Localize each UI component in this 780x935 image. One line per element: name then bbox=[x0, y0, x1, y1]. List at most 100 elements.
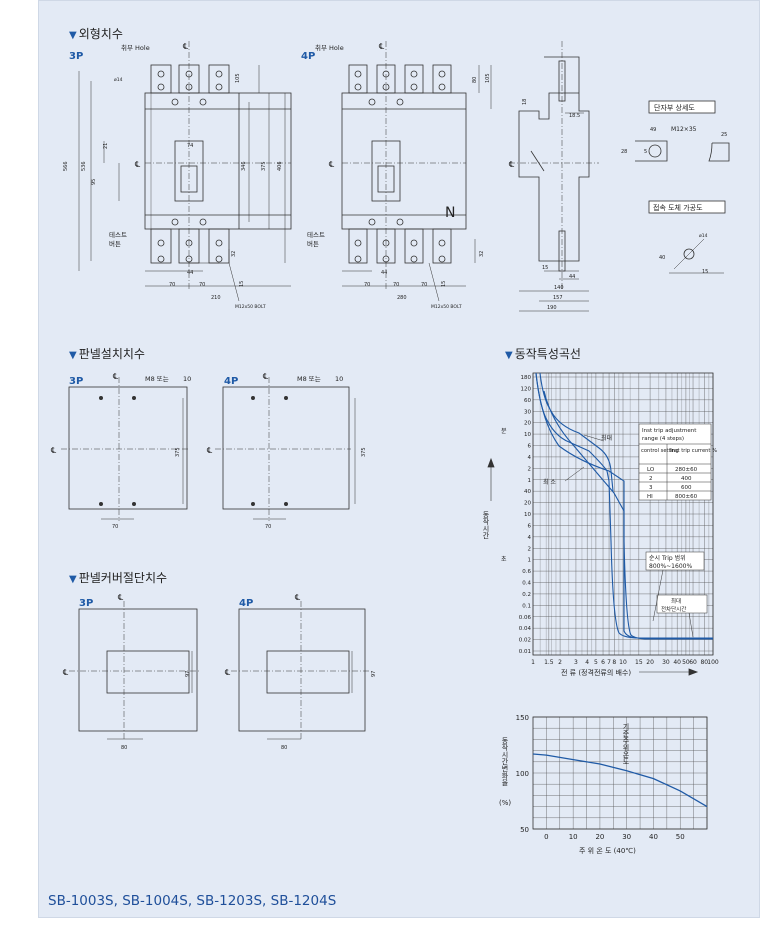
dim-70: 70 bbox=[421, 282, 427, 288]
label-3p-outer: 3P bbox=[69, 51, 83, 62]
dim-70: 70 bbox=[393, 282, 399, 288]
trip-curve-chart: 18012060302010642140201064210.60.40.20.1… bbox=[487, 372, 719, 676]
label-3p-install: 3P bbox=[69, 376, 83, 387]
max-break-1: 최대 bbox=[671, 597, 681, 605]
m8-label-4p: M8 또는 bbox=[297, 375, 321, 383]
temp-y-tick: 100 bbox=[516, 770, 529, 778]
center-mark: ℄ bbox=[379, 42, 385, 51]
dim-70: 70 bbox=[364, 282, 370, 288]
center-mark: ℄ bbox=[51, 446, 57, 455]
trip-y-tick: 0.04 bbox=[519, 626, 532, 632]
dim-49: 49 bbox=[650, 127, 656, 133]
trip-y-tick: 10 bbox=[524, 512, 531, 518]
trip-y-tick: 20 bbox=[524, 501, 531, 507]
dim-32: 32 bbox=[231, 251, 237, 257]
max-label: 최대 bbox=[601, 434, 612, 442]
temp-series-line bbox=[532, 753, 708, 808]
trip-y-tick: 1 bbox=[528, 478, 532, 484]
table-row-2-1: 600 bbox=[681, 485, 692, 491]
table-row-1-0: 2 bbox=[649, 476, 653, 482]
trip-x-tick: 1 bbox=[531, 659, 535, 666]
dim-70: 70 bbox=[265, 524, 271, 530]
trip-y-tick: 60 bbox=[524, 398, 531, 404]
technical-drawing: 3P 취부 Hole ø14 테스트 버튼 M12x50 BOLT ℄ ℄ 21… bbox=[51, 41, 730, 855]
trip-x-tick: 20 bbox=[646, 659, 654, 666]
dim-157: 157 bbox=[553, 295, 563, 301]
m8-label-3p: M8 또는 bbox=[145, 375, 169, 383]
temp-y-tick: 150 bbox=[516, 714, 529, 722]
temp-y-title: 동작시간변화율 bbox=[501, 737, 509, 786]
trip-y-tick: 6 bbox=[528, 523, 532, 529]
x-axis-title: 전 류 (정격전류의 배수) bbox=[561, 668, 631, 677]
dim-375: 375 bbox=[361, 447, 367, 457]
trip-x-tick: 3 bbox=[574, 659, 578, 666]
hole-label-3p: 취부 Hole bbox=[121, 44, 150, 52]
table-title-2: range (4 steps) bbox=[642, 436, 684, 442]
trip-y-tick: 30 bbox=[524, 409, 531, 415]
bolt-label-4p: M12x50 BOLT bbox=[431, 304, 462, 310]
trip-y-tick: 20 bbox=[524, 421, 531, 427]
temp-x-tick: 50 bbox=[676, 833, 685, 841]
y-axis-title: 동작시간 bbox=[482, 511, 490, 539]
inst-trip-table bbox=[638, 423, 712, 501]
neutral-label: N bbox=[445, 205, 455, 221]
terminal-detail bbox=[635, 100, 730, 274]
panel-cover-3p bbox=[69, 601, 199, 741]
trip-y-tick: 180 bbox=[521, 375, 532, 381]
dim-70: 70 bbox=[112, 524, 118, 530]
center-mark: ℄ bbox=[183, 42, 189, 51]
inst-range-2: 800%~1600% bbox=[649, 563, 692, 570]
trip-x-tick: 2 bbox=[558, 659, 562, 666]
dim-375: 375 bbox=[175, 447, 181, 457]
center-mark: ℄ bbox=[63, 668, 69, 677]
terminal-detail-title: 단자부 상세도 bbox=[654, 103, 695, 112]
test-button-4p-1: 테스트 bbox=[307, 231, 325, 239]
dim-74: 74 bbox=[187, 143, 193, 149]
center-mark: ℄ bbox=[263, 372, 269, 381]
trip-x-tick: 80 bbox=[700, 659, 708, 666]
table-title-1: Inst trip adjustment bbox=[642, 428, 697, 434]
dim-80: 80 bbox=[281, 745, 287, 751]
dim-70: 70 bbox=[199, 282, 205, 288]
section-outer-text: 외형치수 bbox=[78, 27, 123, 41]
dim-95: 95 bbox=[91, 179, 97, 185]
trip-y-tick: 120 bbox=[521, 386, 532, 392]
trip-x-tick: 40 bbox=[673, 659, 681, 666]
table-head-1: control setting bbox=[641, 448, 679, 454]
trip-y-tick: 0.01 bbox=[519, 649, 531, 655]
temp-x-tick: 10 bbox=[569, 833, 578, 841]
panel-install-3p bbox=[61, 377, 189, 521]
trip-x-tick: 100 bbox=[707, 659, 719, 666]
min-label: 최 소 bbox=[543, 478, 556, 486]
table-row-0-1: 280±60 bbox=[675, 467, 698, 473]
trip-x-tick: 60 bbox=[689, 659, 697, 666]
section-panel-install-text: 판넬설치치수 bbox=[78, 347, 145, 361]
trip-y-tick: 40 bbox=[524, 489, 531, 495]
phi14-label: ø14 bbox=[114, 77, 123, 83]
dim-44: 44 bbox=[569, 274, 575, 280]
dim-140: 140 bbox=[554, 285, 564, 291]
panel-install-4p bbox=[215, 377, 356, 521]
trip-y-tick: 2 bbox=[528, 546, 532, 552]
model-numbers: SB-1003S, SB-1004S, SB-1203S, SB-1204S bbox=[48, 893, 337, 909]
hole-label-4p: 취부 Hole bbox=[315, 44, 344, 52]
trip-y-tick: 4 bbox=[528, 535, 532, 541]
temp-x-tick: 40 bbox=[649, 833, 658, 841]
center-mark: ℄ bbox=[113, 372, 119, 381]
section-panel-install: ▼판넬설치치수 bbox=[69, 347, 145, 361]
dim-80: 80 bbox=[472, 77, 478, 83]
inst-range-1: 순시 Trip 범위 bbox=[649, 554, 686, 562]
dim-28: 28 bbox=[621, 149, 627, 155]
trip-y-tick: 10 bbox=[524, 432, 531, 438]
section-trip-curve: ▼동작특성곡선 bbox=[505, 347, 581, 361]
table-head-2: Inst trip current % bbox=[670, 448, 717, 454]
dim-97: 97 bbox=[371, 671, 377, 677]
table-row-3-1: 800±60 bbox=[675, 494, 698, 500]
dim-105: 105 bbox=[235, 73, 241, 83]
drawing-sheet: 3P 취부 Hole ø14 테스트 버튼 M12x50 BOLT ℄ ℄ 21… bbox=[38, 0, 760, 918]
trip-y-tick: 4 bbox=[528, 455, 532, 461]
dim-25: 25 bbox=[721, 132, 727, 138]
ref-temp-label: 기준주위온도 bbox=[622, 722, 630, 765]
label-4p-cover: 4P bbox=[239, 598, 253, 609]
